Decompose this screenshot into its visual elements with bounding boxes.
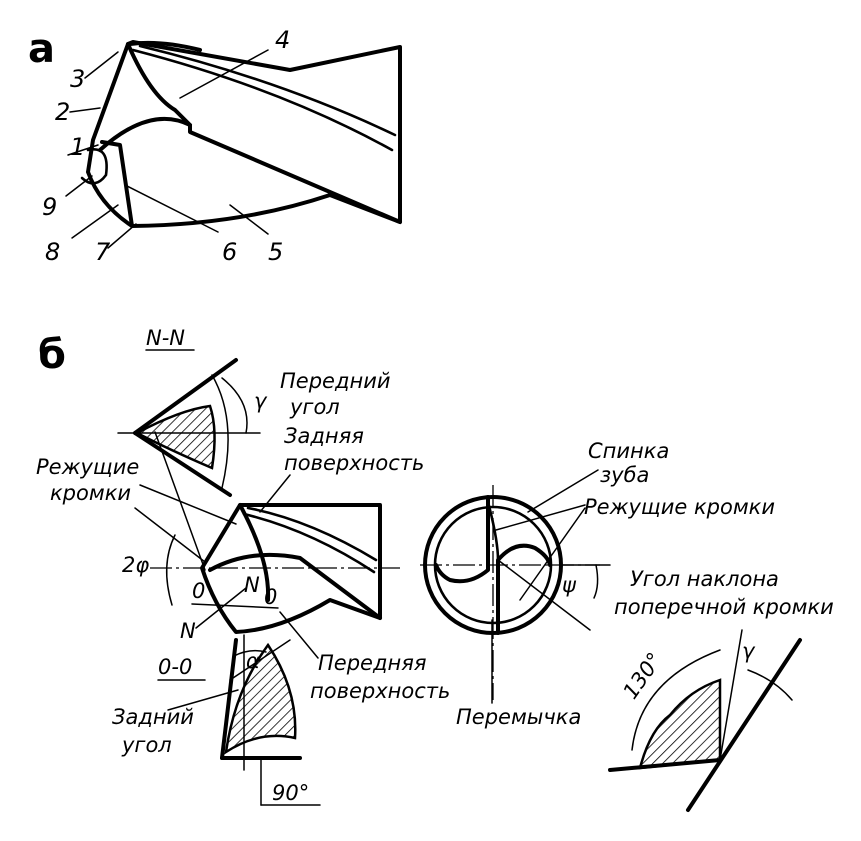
cutting-edges-left-1: Режущие [36, 455, 139, 479]
point-angle-extension [154, 431, 206, 571]
drill-flute-edge [208, 552, 382, 620]
helix-edge-2 [131, 48, 394, 152]
end-view-right-lip [496, 543, 552, 635]
label-3: 3 [70, 65, 85, 93]
o-right-label: 0 [264, 585, 277, 609]
land-9 [80, 148, 108, 185]
flute-curve [98, 116, 192, 152]
angle-130-label: 130° [618, 648, 667, 703]
clearance-angle-label-1: Задний [112, 705, 194, 729]
part-b-letter: б [38, 332, 66, 378]
section-nn-label: N-N [146, 326, 185, 350]
gamma-arc [221, 377, 248, 434]
detail-vertical [719, 629, 743, 761]
detail-hatch [638, 678, 722, 770]
drill-helix-1 [246, 506, 378, 562]
leader-3 [84, 51, 119, 79]
tooth-back-leader [527, 469, 599, 513]
leader-8 [71, 204, 119, 239]
cutting-face-edge [126, 42, 402, 224]
flank-surface-label-2: поверхность [284, 451, 424, 475]
gamma-right-arc [747, 669, 793, 701]
detail-face [686, 638, 802, 812]
tooth-back-label-2: зуба [600, 463, 649, 487]
face-surface-label-2: поверхность [310, 679, 450, 703]
right-angle-label: 90° [272, 781, 309, 805]
leader-1 [67, 144, 99, 156]
drill-tip-view-a: а 1 2 3 4 5 6 7 8 9 [28, 26, 402, 266]
tooth-back-label-1: Спинка [588, 439, 669, 463]
chisel-edge-angle-label-2: поперечной кромки [614, 595, 834, 619]
leader-7 [107, 223, 137, 249]
angle-130-detail: 130° γ [608, 629, 802, 812]
end-view-web [486, 500, 500, 562]
web-label: Перемычка [456, 705, 581, 729]
clearance-angle-leader [167, 689, 239, 711]
flank-surface-label-1: Задняя [284, 424, 364, 448]
clearance-angle-section: α 90° [220, 634, 321, 806]
drill-side-outline [200, 503, 382, 634]
label-2: 2 [55, 98, 70, 126]
face-surface-leader [279, 611, 319, 659]
rake-arc-outer [211, 374, 229, 489]
leader-9 [65, 175, 93, 197]
chisel-edge-angle-label-1: Угол наклона [630, 567, 779, 591]
part-a-letter: а [28, 26, 55, 72]
cutting-edges-leader-2 [134, 507, 206, 563]
rake-line [133, 358, 238, 435]
psi-arc [593, 564, 599, 599]
rake-section-hatch [134, 404, 216, 470]
leader-6 [124, 184, 219, 233]
angle-130-arc [631, 649, 721, 751]
label-5: 5 [268, 238, 283, 266]
cutting-edges-leader-1 [139, 484, 237, 525]
label-6: 6 [222, 238, 237, 266]
point-angle-label: 2φ [122, 553, 149, 577]
alpha-arc [233, 649, 267, 657]
o-o-line [191, 603, 279, 609]
o-left-label: 0 [192, 579, 205, 603]
oo-flank [220, 638, 238, 760]
face-surface-label-1: Передняя [318, 651, 426, 675]
rake-angle-label-1: Передний [280, 369, 391, 393]
n-top-label: N [244, 573, 260, 597]
leader-4 [179, 49, 269, 99]
psi-symbol: ψ [562, 573, 577, 597]
margin-edge [128, 40, 202, 52]
clearance-section-hatch [224, 642, 297, 755]
leader-2 [69, 107, 101, 113]
n-n-line [195, 587, 247, 629]
cutting-edges-right-leader-1 [495, 504, 586, 531]
drill-end-view [420, 485, 611, 700]
drill-body-outline [86, 40, 402, 228]
rake-angle-label-2: угол [289, 395, 340, 419]
label-8: 8 [45, 238, 60, 266]
cutting-edges-right-label: Режущие кромки [584, 495, 775, 519]
label-9: 9 [42, 193, 57, 221]
label-1: 1 [70, 133, 85, 161]
point-angle-arc [165, 534, 176, 606]
end-view-left-lip [434, 495, 490, 584]
helix-edge-1 [138, 44, 397, 137]
leader-5 [229, 204, 269, 235]
drill-geometry-view-b: б N-N γ Передний угол Задняя поверхность… [36, 326, 834, 812]
label-7: 7 [95, 238, 111, 266]
chisel-edge [100, 140, 134, 228]
cutting-edges-right-leader-2 [519, 507, 586, 601]
gamma-symbol: γ [254, 389, 268, 413]
drill-side-view [150, 503, 400, 634]
clearance-angle-label-2: угол [121, 733, 172, 757]
drill-helix-2 [242, 512, 376, 574]
cutting-edges-left-2: кромки [50, 481, 131, 505]
gamma-right-symbol: γ [742, 639, 756, 663]
flank-line [133, 431, 232, 497]
n-bottom-label: N [180, 619, 196, 643]
rake-angle-section: γ Передний угол [117, 358, 391, 497]
alpha-symbol: α [246, 649, 260, 673]
section-oo-label: 0-0 [158, 655, 192, 679]
label-4: 4 [275, 26, 290, 54]
chisel-edge-line [497, 559, 591, 631]
